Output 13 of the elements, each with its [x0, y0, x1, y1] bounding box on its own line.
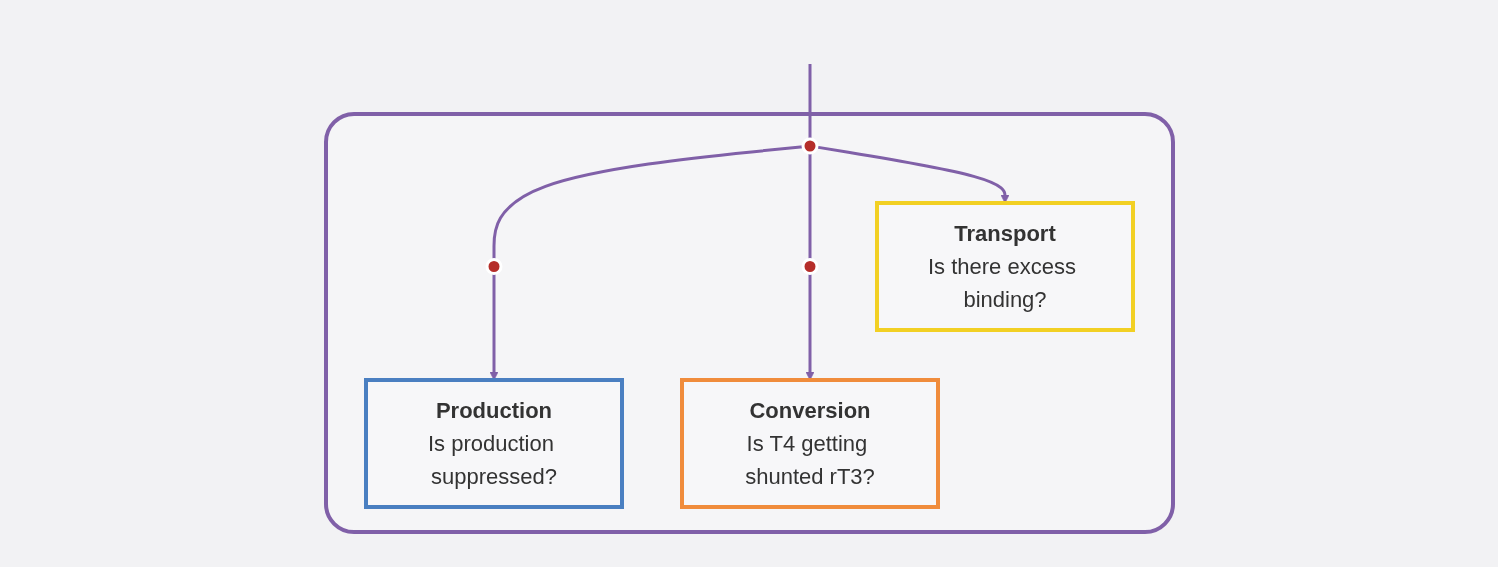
node-box: Transport Is there excess binding? — [874, 200, 1135, 332]
arrow — [805, 273, 814, 380]
cluster — [323, 111, 1175, 534]
connector — [808, 63, 811, 139]
node-box: Production Is production suppressed? — [363, 377, 624, 509]
connector — [492, 144, 803, 259]
node-circle — [801, 257, 818, 275]
node-circle — [801, 137, 818, 154]
connector — [808, 152, 811, 259]
node-circle — [485, 257, 502, 275]
node-box: Conversion Is T4 getting shunted rT3? — [679, 377, 940, 509]
arrow — [816, 145, 1009, 203]
arrow — [489, 273, 498, 380]
